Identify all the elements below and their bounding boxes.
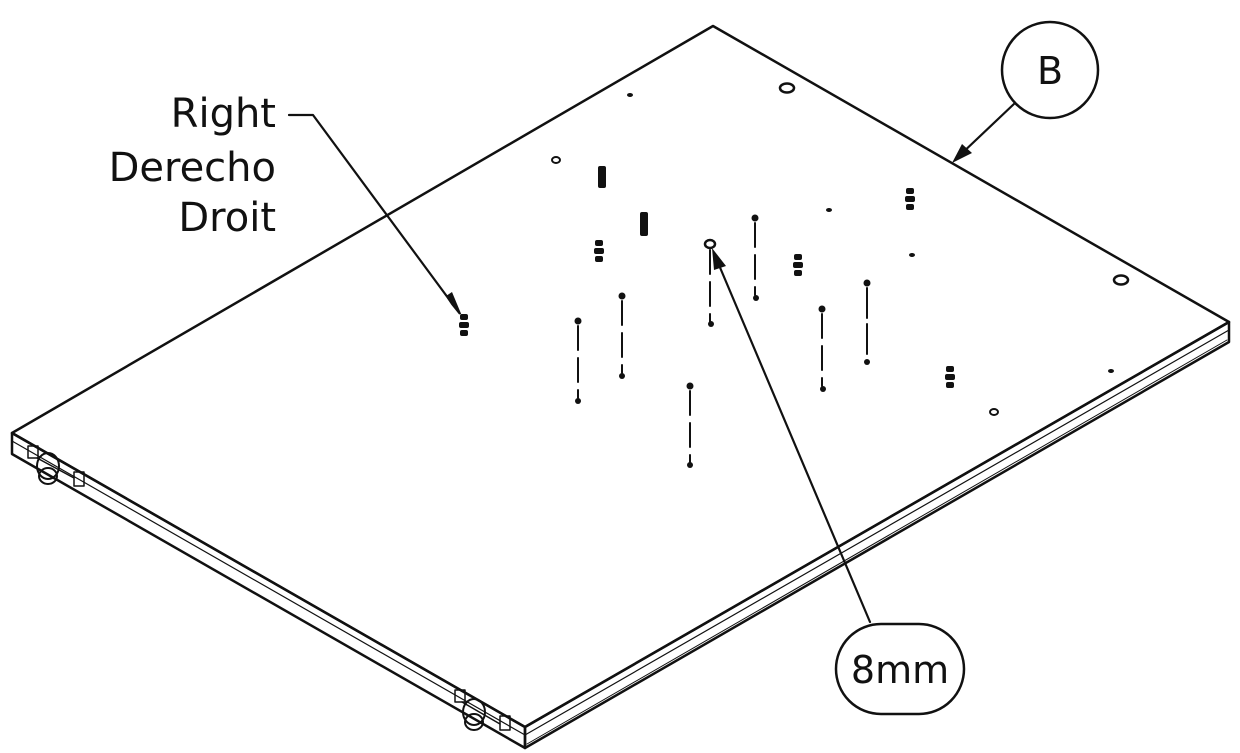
pin-guide bbox=[618, 292, 626, 379]
panel-callout-text: B bbox=[1037, 49, 1063, 93]
side-label-fr: Droit bbox=[178, 195, 276, 241]
pin-guides bbox=[574, 214, 871, 468]
holes bbox=[551, 82, 1130, 416]
hole bbox=[826, 208, 832, 212]
side-label-en: Right bbox=[171, 91, 276, 137]
pin-guide bbox=[686, 382, 694, 468]
hole bbox=[989, 408, 999, 416]
pin-guide bbox=[574, 317, 582, 404]
hole bbox=[778, 82, 796, 94]
edge-hardware-right bbox=[454, 689, 511, 731]
edge-hardware-left bbox=[27, 445, 85, 487]
cam-fitting bbox=[945, 366, 955, 388]
cam-fitting bbox=[793, 254, 803, 276]
pin-guide bbox=[751, 214, 759, 301]
panel-callout-circle bbox=[1000, 20, 1100, 120]
hole-size-callout-box bbox=[834, 622, 966, 716]
hole-size-callout: 8mm bbox=[712, 248, 966, 716]
side-label-leader bbox=[287, 113, 462, 316]
hole bbox=[551, 156, 561, 164]
panel-callout: B bbox=[952, 20, 1100, 163]
cam-fitting bbox=[594, 240, 604, 262]
cam-fitting bbox=[640, 212, 648, 236]
hole bbox=[1108, 369, 1114, 373]
hole bbox=[1112, 274, 1130, 286]
hole-size-callout-text: 8mm bbox=[851, 648, 949, 692]
panel-right-edge bbox=[523, 320, 1231, 750]
cam-fittings bbox=[459, 166, 955, 388]
cam-fitting bbox=[459, 314, 469, 336]
panel-board bbox=[10, 24, 1231, 750]
cam-fitting bbox=[598, 166, 606, 188]
pin-guide bbox=[863, 279, 871, 365]
panel-front-edge bbox=[10, 431, 527, 750]
pin-guide bbox=[703, 238, 717, 327]
side-label: Right Derecho Droit bbox=[109, 91, 276, 241]
cam-fitting bbox=[905, 188, 915, 210]
side-label-es: Derecho bbox=[109, 145, 276, 191]
pin-guide bbox=[818, 305, 826, 392]
hole bbox=[627, 93, 633, 97]
hole bbox=[909, 253, 915, 257]
